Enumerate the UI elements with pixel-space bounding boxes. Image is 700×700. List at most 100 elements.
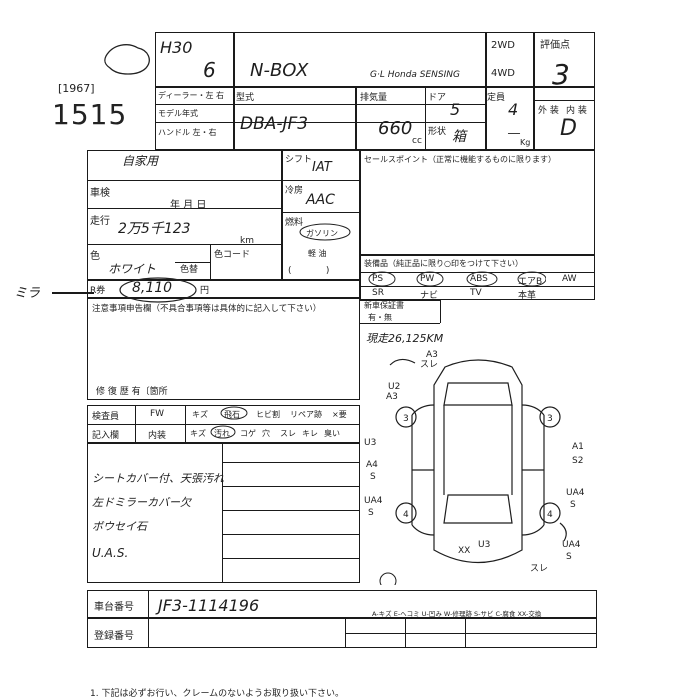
int-dirt: 汚れ: [214, 429, 230, 438]
eq-leather: 本革: [518, 291, 537, 301]
lot-number: 1515: [52, 98, 128, 131]
equipment-title: 装備品（純正品に限り○印をつけて下さい）: [364, 259, 523, 268]
sales-point-title: セールスポイント（正常に機能するものに限ります）: [364, 155, 556, 164]
displacement-value: 660: [378, 118, 413, 139]
mark-3-front-left: 3: [403, 414, 409, 424]
kg-label: Kg: [520, 138, 531, 147]
car-damage-diagram: A3 スレ U2 A3 U3 A4 S UA4 S A1 S2 UA4 S UA…: [364, 350, 585, 585]
grade-value: G·L Honda SENSING: [370, 70, 460, 80]
notes-frame: [87, 298, 360, 400]
left-margin-line: [52, 292, 94, 294]
shaken-label: 車検: [90, 188, 110, 199]
left-info-frame: [87, 150, 282, 280]
dealer-label: ディーラー・左 右: [158, 91, 224, 100]
fuel-label: 燃料: [285, 218, 304, 228]
recycle-circle: [119, 277, 197, 303]
recycle-value: 8,110: [132, 280, 173, 296]
eq-tv: TV: [470, 288, 482, 298]
frame-label: 車台番号: [94, 602, 134, 613]
month-value: 6: [203, 58, 216, 82]
model-value: N-BOX: [250, 60, 309, 81]
type-label: 型式: [236, 93, 255, 103]
mark-a1-right: A1: [572, 442, 584, 452]
recycle-label: R券: [90, 286, 106, 296]
registration-label: 登録番号: [94, 631, 134, 642]
stamp-scribble: [104, 44, 150, 75]
eq-ps: PS: [372, 274, 384, 284]
shift-value: IAT: [312, 160, 332, 175]
eq-navi: ナビ: [420, 291, 439, 301]
usage-value: 自家用: [122, 154, 159, 168]
int-burn: コゲ: [240, 429, 256, 438]
left-margin-mark: ミラ: [14, 286, 41, 301]
recycle-row: [87, 280, 360, 298]
fuel-gasoline: ガソリン: [306, 229, 338, 238]
vin-value: JF3-1114196: [158, 596, 260, 615]
interior-label: 内 装: [566, 106, 587, 116]
mark-a3-top: A3: [426, 350, 438, 360]
remarks-frame: [87, 443, 360, 583]
eq-sr: SR: [372, 288, 384, 298]
type-code-value: DBA-JF3: [240, 114, 309, 134]
recycle-yen: 円: [200, 286, 210, 296]
shape-label: 形状: [428, 127, 447, 137]
handle-label: ハンドル 左・右: [158, 128, 217, 137]
inspector-label: 検査員: [92, 412, 120, 422]
color-value: ホワイト: [108, 262, 157, 276]
fw-stone-circle: [220, 406, 248, 420]
footer-note: 1. 下記は必ずお行い、クレームのないようお取り扱い下さい。: [90, 689, 344, 699]
record-column-label: 記入欄: [92, 431, 120, 441]
int-scratch: キズ: [190, 429, 206, 438]
int-dirt-circle: [210, 425, 236, 439]
capacity-value: 4: [508, 100, 519, 119]
mark-xx-rear: XX: [458, 546, 470, 556]
fw-label: FW: [150, 409, 165, 419]
mark-sure-top: スレ: [420, 360, 438, 370]
mileage-label: 走行: [90, 216, 110, 227]
fw-stone: 飛石: [224, 410, 240, 419]
int-rub: スレ: [280, 429, 296, 438]
mark-ua4-left: UA4: [364, 496, 383, 506]
mileage-value: 2万5千123: [118, 221, 191, 237]
fw-repair: リペア跡: [290, 410, 322, 419]
color-code-label: 色コード: [214, 250, 251, 260]
displacement-label: 排気量: [360, 93, 388, 103]
frame-number-row: [87, 590, 597, 618]
notes-title: 注意事項申告欄（不具合事項等は具体的に記入して下さい）: [92, 304, 322, 314]
model-year-label: モデル年式: [158, 109, 198, 118]
aircon-value: AAC: [306, 192, 335, 208]
int-smell: 臭い: [324, 429, 340, 438]
remark-1: シートカバー付、天張汚れ: [92, 472, 224, 485]
equipment-circles: [368, 271, 546, 287]
eq-pw: PW: [420, 274, 435, 284]
fuel-paren: ( ): [288, 266, 330, 276]
km-label: km: [240, 236, 254, 246]
mark-sure-rear: スレ: [530, 564, 548, 574]
shift-label: シフト: [285, 155, 313, 165]
color-label: 色: [90, 251, 100, 262]
lot-code: [1967]: [58, 82, 95, 95]
shape-value: 箱: [452, 129, 466, 145]
color-change-label: 色替: [180, 265, 199, 275]
interior-row-label: 内装: [148, 431, 167, 441]
interior-score: D: [560, 116, 577, 141]
fw-crack: ヒビ割: [256, 410, 280, 419]
shift-frame: [282, 150, 360, 280]
mark-s-right-2: S: [566, 552, 572, 562]
mark-u2: U2: [388, 382, 400, 392]
doors-value: 5: [450, 100, 461, 119]
mark-ua4-right-2: UA4: [562, 540, 581, 550]
fuel-light-oil: 軽 油: [308, 249, 327, 258]
mark-4-rear-right: 4: [547, 510, 553, 520]
int-hole: 穴: [262, 429, 270, 438]
mark-a3-left: A3: [386, 392, 398, 402]
remark-2: 左ドミラーカバー欠: [92, 496, 191, 509]
fw-scratch: キズ: [192, 410, 208, 419]
score-label: 評価点: [540, 40, 570, 51]
mark-ua4-right: UA4: [566, 488, 585, 498]
remark-3: ボウセイ石: [92, 520, 147, 533]
warranty-label: 新車保証書: [364, 301, 404, 310]
doors-label: ドア: [428, 93, 447, 103]
legend-line: A-キズ E-ヘコミ U-凹み W-修理跡 S-サビ C-腐食 XX-交換: [372, 610, 542, 618]
header-frame: [155, 32, 595, 150]
